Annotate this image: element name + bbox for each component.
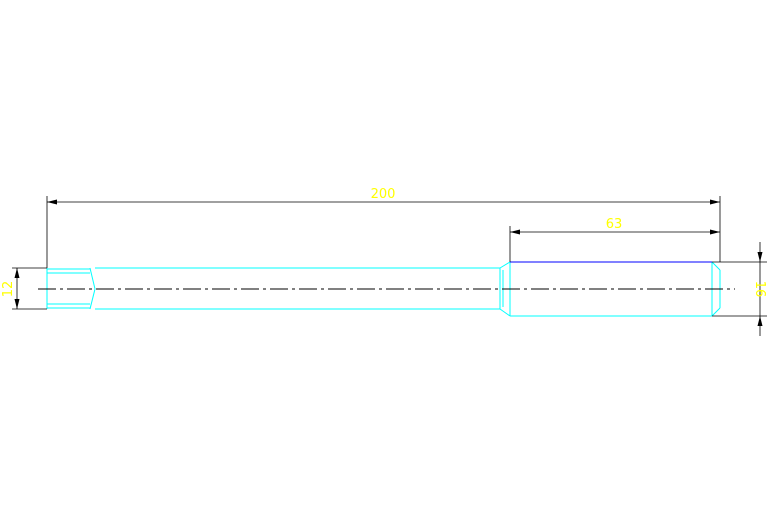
arrow-200-right: [710, 199, 720, 205]
arrow-16-top: [757, 252, 763, 262]
dim-16-text: 16: [752, 281, 767, 298]
arrow-16-bottom: [757, 316, 763, 326]
arrow-63-left: [510, 229, 520, 235]
dim-200-text: 200: [371, 187, 396, 202]
arrow-12-bottom: [14, 299, 20, 309]
arrow-12-top: [14, 268, 20, 278]
dimension-arrows: [14, 199, 763, 326]
left-thread-end: [89, 267, 96, 290]
dim-12-text: 12: [1, 281, 16, 298]
dim-63-text: 63: [606, 217, 623, 232]
groove-step-bottom: [499, 308, 511, 317]
right-chamfer-top: [711, 261, 721, 271]
arrow-63-right: [710, 229, 720, 235]
arrow-200-left: [47, 199, 57, 205]
left-thread-end-2: [89, 288, 96, 310]
groove-step-top: [499, 261, 511, 269]
right-chamfer-bottom: [711, 307, 721, 317]
dimension-lines: [12, 196, 767, 336]
